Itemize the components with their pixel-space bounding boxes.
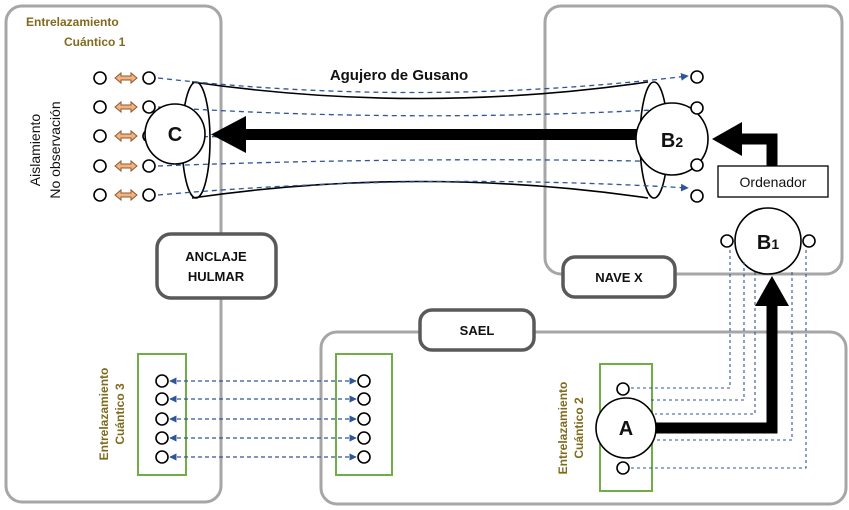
double-arrow-icon: [114, 129, 138, 143]
qubit: [690, 189, 704, 203]
ordenador-box: [717, 165, 829, 198]
qubit: [142, 188, 156, 202]
qubit: [357, 412, 371, 426]
node-a-label: A: [619, 418, 633, 440]
qubit: [357, 392, 371, 406]
qubit-pair-1: [93, 71, 156, 85]
qubit: [155, 431, 169, 445]
qubit: [142, 100, 156, 114]
ent3-right-box: [335, 353, 393, 476]
ent2-label-line1: Entrelazamiento: [556, 382, 570, 475]
qubit: [155, 450, 169, 464]
dashed-link: [655, 272, 793, 441]
ent3-label-line2: Cuántico 3: [113, 383, 127, 445]
ent3-qubits: [155, 374, 371, 464]
wormhole-bottom-edge: [191, 180, 649, 199]
node-b2-label: B2: [661, 130, 683, 152]
arrow-head: [211, 116, 246, 153]
qubit: [357, 431, 371, 445]
wormhole-label: Agujero de Gusano: [330, 67, 468, 84]
node-b1: [734, 207, 802, 275]
anclaje-label-line2: HULMAR: [188, 269, 245, 284]
arrow-head: [712, 122, 742, 156]
ent2-label-line2: Cuántico 2: [572, 397, 586, 459]
ent1-label-line1: Entrelazamiento: [26, 15, 119, 29]
qubit: [93, 159, 107, 173]
double-arrow-icon: [114, 188, 138, 202]
qubit: [690, 101, 704, 115]
dashed-link: [157, 157, 689, 167]
qubit: [616, 461, 630, 475]
node-c: [144, 103, 206, 165]
ent3-dashed-links: [169, 377, 357, 461]
qubit: [93, 71, 107, 85]
qubit: [142, 71, 156, 85]
qubit: [93, 129, 107, 143]
dashed-link: [157, 180, 689, 196]
dashed-link: [630, 250, 731, 389]
anclaje-hulmar-box: [155, 232, 278, 300]
arrow-shaft: [244, 129, 639, 140]
aislamiento-label: Aislamiento: [27, 114, 43, 187]
dashed-link: [157, 72, 689, 94]
qubit-pair-5: [93, 188, 156, 202]
no-observacion-label: No observación: [47, 101, 63, 198]
node-a: [595, 397, 657, 459]
sael-label: SAEL: [460, 323, 495, 338]
dashed-link: [630, 250, 807, 469]
ent1-qubits: [93, 71, 156, 202]
qubit: [155, 374, 169, 388]
node-b2-letter: B: [661, 130, 675, 152]
sael-box: [418, 308, 536, 352]
node-b2-subscript: 2: [675, 134, 683, 150]
transfer-arrow-a-to-b1: [650, 276, 789, 434]
double-arrow-icon: [114, 159, 138, 173]
arrow-a-path: [650, 298, 778, 434]
node-b1-subscript: 1: [771, 236, 779, 252]
wormhole-top-edge: [191, 81, 649, 100]
qubit-pair-2: [93, 100, 156, 114]
qubit: [616, 382, 630, 396]
double-arrow-icon: [114, 71, 138, 85]
ent1-label-line2: Cuántico 1: [64, 35, 126, 49]
ent2-dashed-links: [630, 250, 807, 469]
qubit: [690, 70, 704, 84]
qubit: [690, 158, 704, 172]
node-c-label: C: [168, 124, 182, 146]
nave-qubits: [690, 70, 704, 203]
anclaje-label-line1: ANCLAJE: [185, 249, 247, 264]
qubit: [720, 234, 734, 248]
qubit: [155, 412, 169, 426]
qubit: [155, 392, 169, 406]
ent3-left-box: [137, 353, 187, 476]
ent3-label-line1: Entrelazamiento: [97, 368, 111, 461]
qubit: [142, 159, 156, 173]
arrow-ordenador-to-b2: [712, 122, 778, 168]
qubit: [357, 374, 371, 388]
nave-x-label: NAVE X: [595, 270, 643, 285]
qubit-pair-4: [93, 159, 156, 173]
arrow-ordenador-path: [735, 133, 778, 168]
qubit: [357, 450, 371, 464]
arrow-head: [755, 276, 789, 306]
qubit: [93, 188, 107, 202]
dashed-link: [157, 104, 689, 117]
node-b1-label: B1: [757, 232, 779, 254]
ordenador-label: Ordenador: [740, 174, 807, 190]
nave-x-box: [561, 255, 677, 299]
dashed-link: [648, 262, 745, 401]
double-arrow-icon: [114, 100, 138, 114]
qubit: [802, 234, 816, 248]
node-b1-letter: B: [757, 232, 771, 254]
node-b2: [635, 102, 709, 176]
transfer-arrow-b2-to-c: [211, 116, 639, 153]
qubit: [93, 100, 107, 114]
